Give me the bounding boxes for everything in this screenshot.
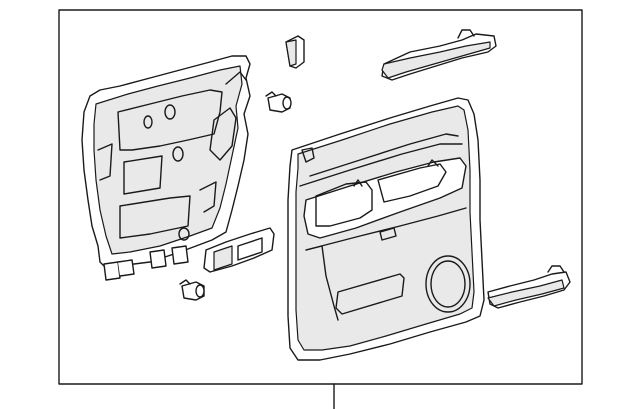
switch-bezel[interactable] [203, 227, 275, 273]
fastener-lower[interactable] [179, 279, 205, 301]
pull-handle[interactable] [487, 265, 571, 309]
door-insulator[interactable] [81, 55, 251, 281]
diagram-frame [58, 9, 583, 409]
armrest-cover[interactable] [381, 29, 497, 81]
upper-clip[interactable] [285, 35, 305, 69]
fastener-upper[interactable] [265, 91, 292, 113]
trim-panel[interactable] [287, 97, 485, 361]
